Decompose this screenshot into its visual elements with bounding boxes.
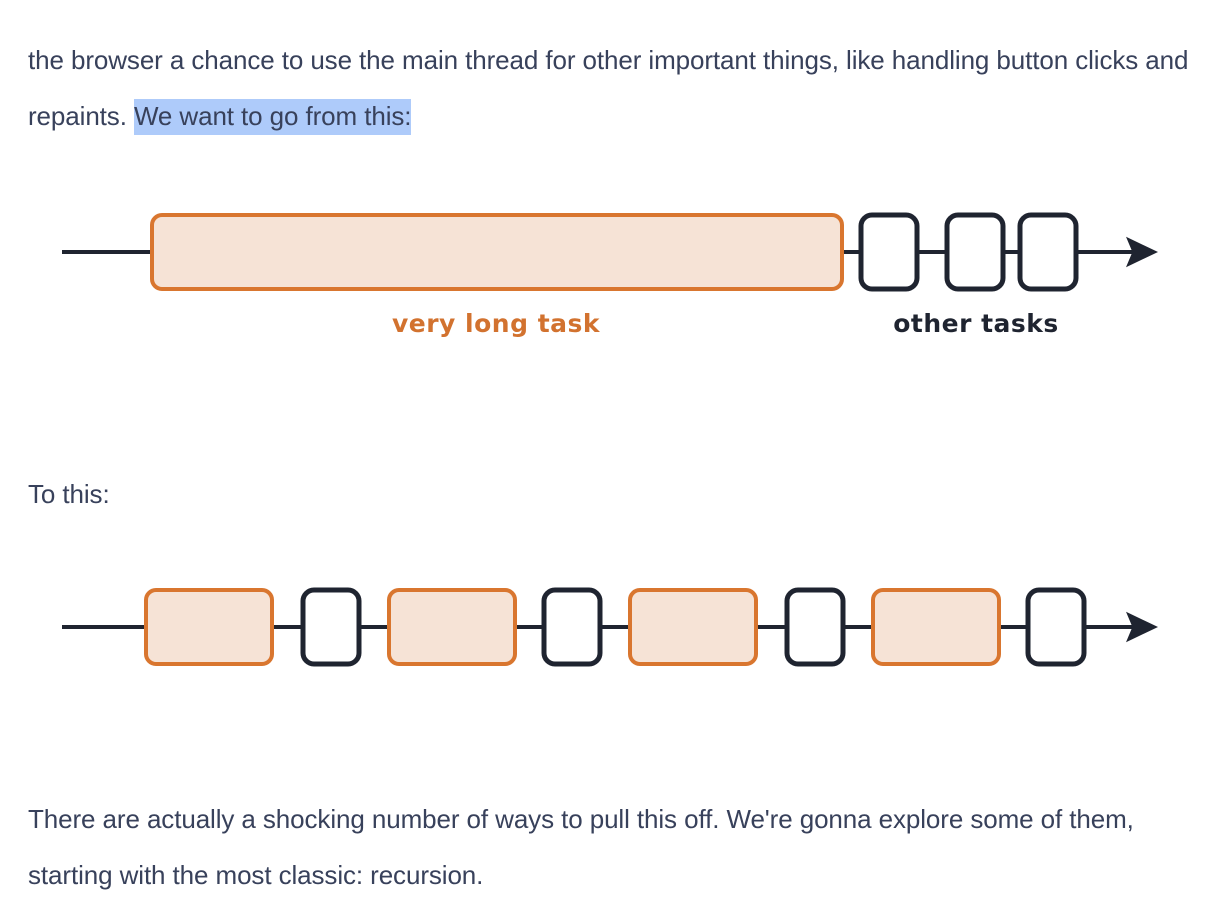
box-task [628, 588, 758, 666]
box-yield-point [784, 587, 846, 667]
paragraph-to-this: To this: [28, 479, 110, 509]
box-other-task [858, 212, 920, 292]
diagram-after [0, 555, 1226, 715]
paragraph-intro-text: the browser a chance to use the main thr… [28, 45, 1189, 131]
selected-text-highlight[interactable]: We want to go from this: [133, 99, 412, 135]
box-other-task [944, 212, 1006, 292]
box-yield-point [300, 587, 362, 667]
box-task [144, 588, 274, 666]
caption-other-tasks: other tasks [893, 309, 1059, 338]
box-yield-point [1025, 587, 1087, 667]
box-very-long-task [150, 213, 844, 291]
box-other-task [1017, 212, 1079, 292]
box-task [871, 588, 1001, 666]
box-task [387, 588, 517, 666]
diagram-before: very long task other tasks [0, 170, 1226, 370]
caption-very-long-task: very long task [392, 309, 601, 338]
box-yield-point [541, 587, 603, 667]
paragraph-outro: There are actually a shocking number of … [28, 804, 1134, 890]
paragraph-intro: the browser a chance to use the main thr… [28, 32, 1198, 144]
